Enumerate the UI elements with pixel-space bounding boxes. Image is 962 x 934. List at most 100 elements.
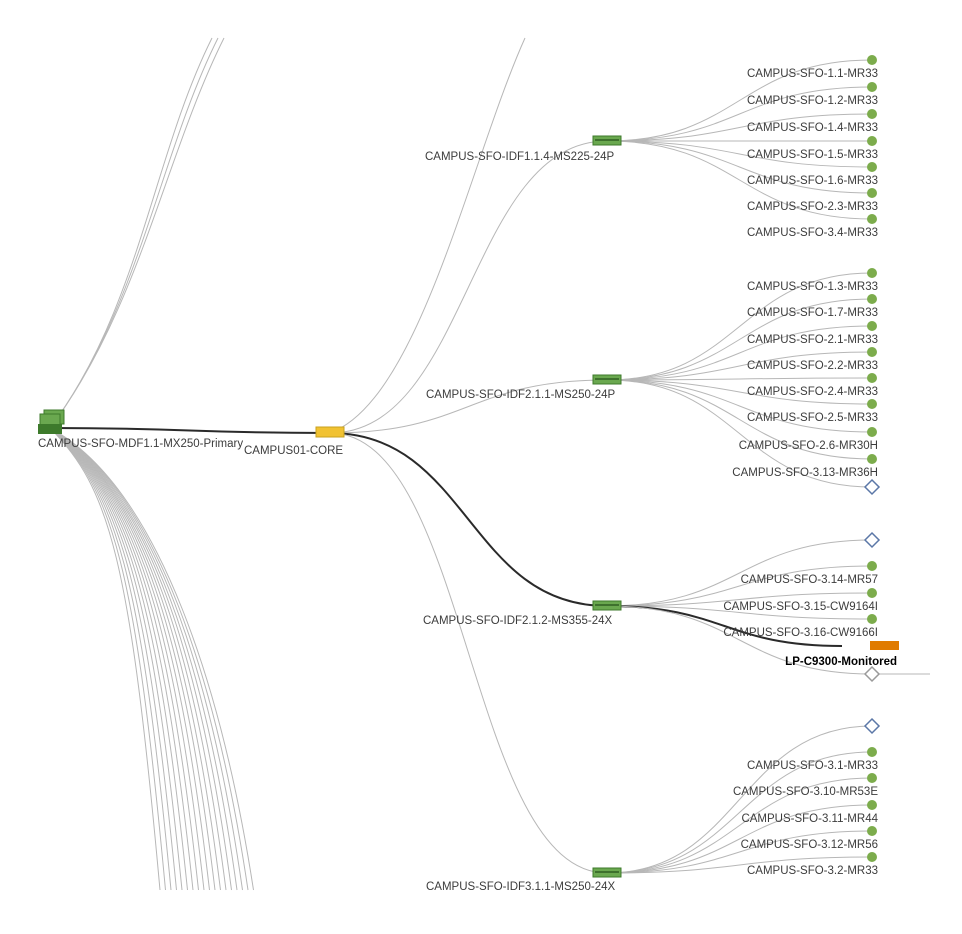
- link-root-to-core: [49, 427, 331, 434]
- link-root-offscreen-down: [49, 427, 221, 891]
- client-label: CAMPUS-SFO-1.3-MR33: [747, 281, 878, 293]
- monitored-device-label: LP-C9300-Monitored: [785, 656, 897, 668]
- link-root-offscreen-down: [49, 427, 216, 891]
- client-label: CAMPUS-SFO-3.14-MR57: [741, 574, 878, 586]
- root-node-label: CAMPUS-SFO-MDF1.1-MX250-Primary: [38, 438, 243, 450]
- link-sw4-to-client: [606, 830, 873, 874]
- link-root-offscreen-up: [49, 37, 219, 429]
- link-sw3-to-client: [606, 539, 873, 607]
- switch-icon[interactable]: [592, 600, 622, 611]
- link-root-offscreen-down: [49, 427, 161, 891]
- access-point-icon[interactable]: [867, 214, 877, 224]
- unknown-device-icon[interactable]: [863, 531, 881, 549]
- link-root-offscreen-down: [49, 427, 166, 891]
- client-label: CAMPUS-SFO-3.2-MR33: [747, 865, 878, 877]
- access-point-icon[interactable]: [867, 136, 877, 146]
- access-point-icon[interactable]: [867, 826, 877, 836]
- topology-labels: CAMPUS-SFO-MDF1.1-MX250-PrimaryCAMPUS01-…: [38, 68, 897, 893]
- access-point-icon[interactable]: [867, 294, 877, 304]
- access-point-icon[interactable]: [867, 852, 877, 862]
- monitored-device-icon[interactable]: [870, 641, 899, 650]
- switch-label-sw1: CAMPUS-SFO-IDF1.1.4-MS225-24P: [425, 151, 614, 163]
- access-point-icon[interactable]: [867, 321, 877, 331]
- unknown-device-icon[interactable]: [863, 717, 881, 735]
- client-label: CAMPUS-SFO-3.11-MR44: [741, 813, 878, 825]
- link-sw2-to-client: [606, 379, 873, 433]
- unknown-device-icon[interactable]: [863, 665, 881, 683]
- access-point-icon[interactable]: [867, 347, 877, 357]
- client-label: CAMPUS-SFO-1.5-MR33: [747, 149, 878, 161]
- link-core-to-sw2: [329, 379, 608, 434]
- link-sw2-to-client: [606, 379, 873, 405]
- link-root-offscreen-up: [49, 37, 213, 429]
- link-root-offscreen-down: [49, 427, 227, 891]
- link-sw2-to-client: [606, 351, 873, 381]
- link-sw1-to-client: [606, 86, 873, 142]
- link-sw4-to-client: [606, 804, 873, 874]
- switch-icon[interactable]: [592, 374, 622, 385]
- access-point-icon[interactable]: [867, 588, 877, 598]
- link-sw3-to-client: [606, 565, 873, 607]
- switch-icon[interactable]: [592, 135, 622, 146]
- access-point-icon[interactable]: [867, 373, 877, 383]
- client-label: CAMPUS-SFO-1.6-MR33: [747, 175, 878, 187]
- client-label: CAMPUS-SFO-1.4-MR33: [747, 122, 878, 134]
- access-point-icon[interactable]: [867, 109, 877, 119]
- core-node-label: CAMPUS01-CORE: [244, 445, 343, 457]
- access-point-icon[interactable]: [867, 162, 877, 172]
- access-point-icon[interactable]: [867, 399, 877, 409]
- link-sw3-to-client: [606, 605, 873, 675]
- access-point-icon[interactable]: [867, 82, 877, 92]
- link-core-to-sw4: [329, 432, 608, 874]
- access-point-icon[interactable]: [867, 561, 877, 571]
- link-sw4-to-client: [606, 725, 873, 874]
- link-sw3-to-client: [606, 605, 843, 647]
- client-label: CAMPUS-SFO-2.1-MR33: [747, 334, 878, 346]
- link-root-offscreen-down: [49, 427, 199, 891]
- access-point-icon[interactable]: [867, 747, 877, 757]
- link-sw2-to-client: [606, 377, 873, 381]
- client-label: CAMPUS-SFO-2.3-MR33: [747, 201, 878, 213]
- link-sw2-to-client: [606, 272, 873, 381]
- access-point-icon[interactable]: [867, 55, 877, 65]
- link-root-offscreen-down: [49, 427, 254, 891]
- access-point-icon[interactable]: [867, 188, 877, 198]
- core-switch-icon[interactable]: [315, 426, 345, 438]
- topology-links: [49, 37, 930, 891]
- client-label: CAMPUS-SFO-3.16-CW9166I: [723, 627, 878, 639]
- access-point-icon[interactable]: [867, 800, 877, 810]
- link-sw4-to-client: [606, 856, 873, 874]
- link-sw1-to-client: [606, 140, 873, 168]
- access-point-icon[interactable]: [867, 427, 877, 437]
- link-root-offscreen-down: [49, 427, 238, 891]
- switch-label-sw4: CAMPUS-SFO-IDF3.1.1-MS250-24X: [426, 881, 615, 893]
- unknown-device-icon[interactable]: [863, 478, 881, 496]
- client-label: CAMPUS-SFO-2.2-MR33: [747, 360, 878, 372]
- access-point-icon[interactable]: [867, 614, 877, 624]
- appliance-stack-icon[interactable]: [38, 409, 65, 434]
- client-label: CAMPUS-SFO-2.6-MR30H: [739, 440, 878, 452]
- client-label: CAMPUS-SFO-3.1-MR33: [747, 760, 878, 772]
- switch-icon[interactable]: [592, 867, 622, 878]
- client-label: CAMPUS-SFO-1.1-MR33: [747, 68, 878, 80]
- link-sw1-to-client: [606, 140, 873, 220]
- client-label: CAMPUS-SFO-3.15-CW9164I: [723, 601, 878, 613]
- access-point-icon[interactable]: [867, 268, 877, 278]
- client-label: CAMPUS-SFO-1.2-MR33: [747, 95, 878, 107]
- link-core-to-sw3: [329, 432, 608, 607]
- link-root-offscreen-down: [49, 427, 210, 891]
- link-root-offscreen-down: [49, 427, 249, 891]
- client-label: CAMPUS-SFO-1.7-MR33: [747, 307, 878, 319]
- access-point-icon[interactable]: [867, 454, 877, 464]
- access-point-icon[interactable]: [867, 773, 877, 783]
- switch-label-sw2: CAMPUS-SFO-IDF2.1.1-MS250-24P: [426, 389, 615, 401]
- link-root-offscreen-down: [49, 427, 205, 891]
- link-root-offscreen-down: [49, 427, 177, 891]
- link-root-offscreen-down: [49, 427, 172, 891]
- link-root-offscreen-up: [49, 37, 225, 429]
- client-label: CAMPUS-SFO-3.13-MR36H: [732, 467, 878, 479]
- client-label: CAMPUS-SFO-3.10-MR53E: [733, 786, 878, 798]
- link-sw4-to-client: [606, 777, 873, 874]
- link-sw2-to-client: [606, 379, 873, 460]
